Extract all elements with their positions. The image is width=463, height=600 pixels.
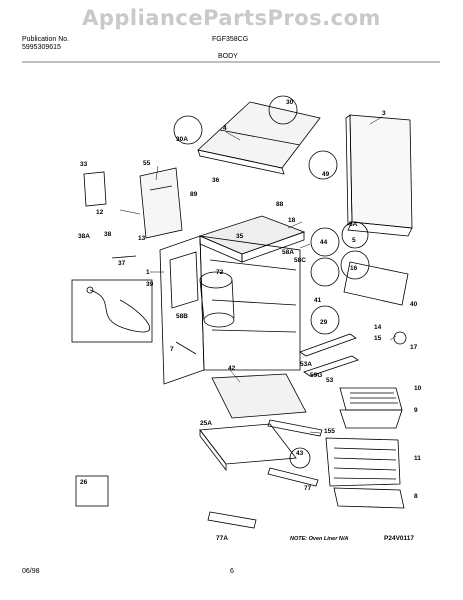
callout: 43: [296, 450, 304, 457]
callout: 38A: [78, 233, 90, 240]
callout: 12: [96, 209, 104, 216]
footer-page: 6: [230, 568, 234, 575]
detail-circle-30: [268, 95, 298, 125]
oven-rack-part: [325, 437, 401, 487]
strip-part: [267, 419, 323, 437]
callout: 1: [146, 269, 150, 276]
tray-part-40: [343, 261, 409, 306]
callout: 58C: [294, 257, 306, 264]
knob-part: [393, 331, 407, 345]
callout: 30: [286, 99, 294, 106]
screw-7: [175, 341, 197, 355]
top-panel-part: [197, 101, 321, 175]
broiler-pan-parts: [339, 387, 403, 429]
callout: 30A: [176, 136, 188, 143]
detail-circle-44: [310, 227, 340, 257]
drawer-part: [199, 423, 297, 472]
callout: 42: [228, 365, 236, 372]
kick-plate-part: [207, 511, 257, 529]
callout: 8: [414, 493, 418, 500]
publication-label: Publication No.: [22, 36, 70, 43]
oven-bottom-part: [211, 373, 307, 419]
detail-circle-x: [310, 257, 340, 287]
callout: 72: [216, 269, 224, 276]
callout: 4: [223, 125, 227, 132]
oven-body-frame: [159, 235, 301, 385]
callout: 5: [352, 237, 356, 244]
callout: 3: [382, 110, 386, 117]
back-panel-part: [345, 114, 413, 237]
model-number: FGF358CG: [212, 36, 249, 43]
detail-circle-5a: [341, 221, 369, 249]
leader-lines: [119, 116, 397, 434]
callout: 77: [304, 485, 312, 492]
callout: 37: [118, 260, 126, 267]
callout: 5A: [349, 221, 358, 228]
callout: 44: [320, 239, 328, 246]
callout: 10: [414, 385, 422, 392]
callouts: 30 30A 4 3 49 33 55 36 89 88 12 38 38A 1…: [78, 99, 422, 542]
callout: 18: [288, 217, 296, 224]
callout: 59G: [310, 372, 322, 379]
callout: 49: [322, 171, 330, 178]
figure-code: P24V0117: [384, 535, 414, 542]
strip-part-77: [267, 467, 319, 487]
tray-part-8: [333, 487, 405, 509]
callout: 77A: [216, 535, 228, 542]
callout: 25A: [200, 420, 212, 427]
callout: 35: [236, 233, 244, 240]
watermark: AppliancePartsPros.com: [82, 6, 381, 30]
detail-circle-29: [310, 305, 340, 335]
detail-circle-49: [308, 150, 338, 180]
callout: 17: [410, 344, 418, 351]
callout: 58A: [282, 249, 294, 256]
callout: 38: [104, 231, 112, 238]
cylinder-part: [199, 271, 235, 328]
footer-date: 06/98: [22, 568, 40, 575]
side-panel-part: [139, 167, 183, 239]
callout: 53: [326, 377, 334, 384]
callout: 14: [374, 324, 382, 331]
callout: 29: [320, 319, 328, 326]
callout: 88: [276, 201, 284, 208]
callout: 33: [80, 161, 88, 168]
publication-number: 5995309615: [22, 44, 61, 51]
power-cord-inset: [71, 279, 153, 343]
callout: 26: [80, 479, 88, 486]
bolt-detail-circle: [289, 447, 311, 469]
callout: 11: [414, 455, 421, 462]
detail-circle-30a: [173, 115, 203, 145]
rail-parts: [299, 333, 359, 377]
callout: 39: [146, 281, 154, 288]
callout: 55: [143, 160, 151, 167]
callout: 15: [374, 335, 382, 342]
callout: 9: [414, 407, 418, 414]
callout: 40: [410, 301, 418, 308]
inset-26: [75, 475, 109, 507]
bracket-part: [83, 171, 107, 207]
callout: 41: [314, 297, 322, 304]
callout: 13: [138, 235, 146, 242]
callout: 7: [170, 346, 174, 353]
section-title: BODY: [218, 53, 238, 60]
screw-37: [111, 255, 137, 259]
callout: 53A: [300, 361, 312, 368]
callout: 155: [324, 428, 335, 435]
oven-liner-note: NOTE: Oven Liner N/A: [290, 536, 348, 542]
detail-circle-5: [340, 250, 370, 280]
callout: 16: [350, 265, 358, 272]
callout: 58B: [176, 313, 188, 320]
callout: 89: [190, 191, 198, 198]
callout: 36: [212, 177, 220, 184]
